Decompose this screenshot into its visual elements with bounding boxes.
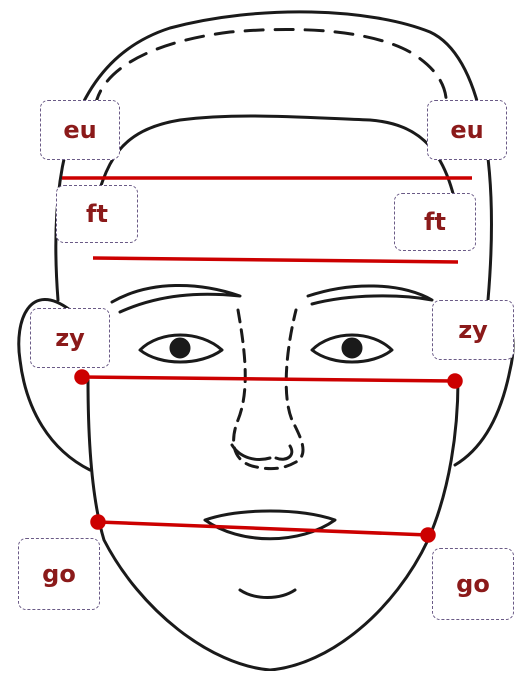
left-pupil [171,339,189,357]
label-go-right: go [432,548,514,620]
go-right-point [422,529,434,541]
go-left-point [92,516,104,528]
chin-line [240,590,295,598]
right-eyebrow [308,286,432,304]
label-zy-left: zy [30,308,110,368]
mouth [205,511,335,539]
zy-left-point [76,371,88,383]
label-eu-left: eu [40,100,120,160]
ft-ft-line [93,258,458,262]
label-go-left: go [18,538,100,610]
nose [234,310,303,469]
zy-right-point [449,375,461,387]
zy-zy-line [82,377,455,381]
left-eyebrow [112,285,240,312]
right-pupil [343,339,361,357]
skull-dashed-line [95,29,446,108]
label-eu-right: eu [427,100,507,160]
go-go-line [98,522,428,535]
nostrils [232,445,292,459]
label-zy-right: zy [432,300,514,360]
label-ft-left: ft [56,185,138,243]
label-ft-right: ft [394,193,476,251]
